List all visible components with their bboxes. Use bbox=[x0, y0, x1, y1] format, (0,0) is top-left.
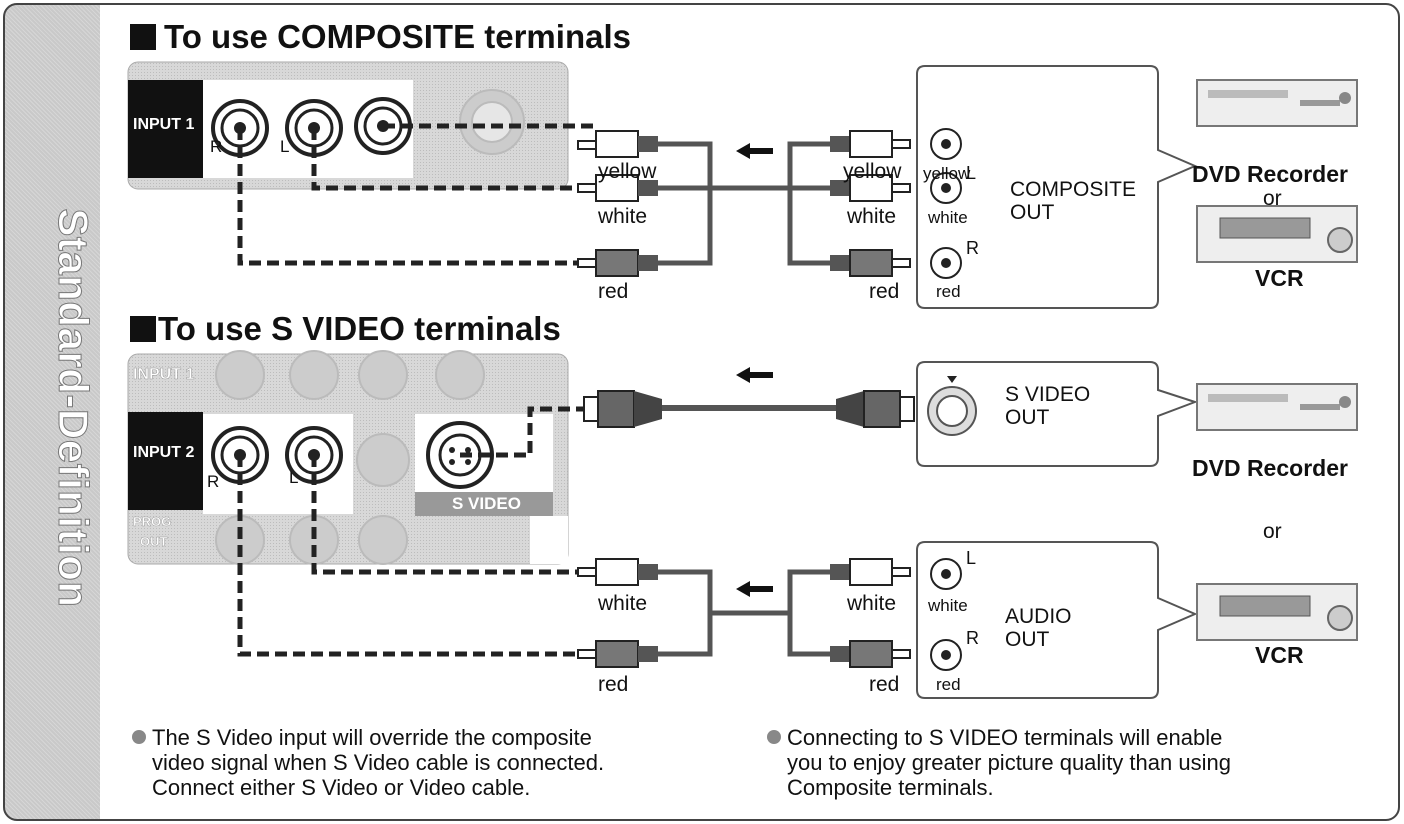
svideo-input1-label: INPUT 1 bbox=[133, 366, 195, 384]
out-jack-label-yellow: yellow bbox=[923, 164, 971, 183]
jack-l-label: L bbox=[280, 137, 290, 156]
svideo-out-line1: S VIDEO bbox=[1005, 383, 1091, 406]
audio-out-bubble bbox=[916, 541, 1198, 699]
composite-tv-plugs bbox=[577, 130, 658, 277]
svideo-arrow-icon bbox=[736, 367, 773, 383]
dvd-recorder-icon bbox=[1196, 79, 1358, 127]
audio-out-line1: AUDIO bbox=[1005, 605, 1072, 628]
svideo-title-text: To use S VIDEO terminals bbox=[158, 310, 561, 347]
audio-tv-plugs bbox=[577, 558, 658, 668]
note-left: The S Video input will override the comp… bbox=[132, 725, 604, 800]
composite-out-line2: OUT bbox=[1010, 201, 1055, 224]
composite-device-plugs bbox=[830, 130, 911, 277]
out-jack-l-label: L bbox=[966, 163, 977, 183]
note-left-line1: The S Video input will override the comp… bbox=[152, 725, 592, 750]
svideo-title: To use S VIDEO terminals bbox=[130, 310, 561, 348]
or-label: or bbox=[1263, 187, 1282, 210]
square-bullet-icon bbox=[130, 24, 156, 50]
bullet-icon bbox=[132, 730, 146, 744]
cable-label-white: white bbox=[598, 205, 648, 228]
svideo-out-bubble bbox=[916, 361, 1199, 467]
svideo-out-line2: OUT bbox=[1005, 406, 1050, 429]
device1-label: DVD Recorder bbox=[1192, 161, 1348, 187]
note-right-line3: Composite terminals. bbox=[787, 775, 994, 800]
composite-svideo-socket-icon bbox=[459, 89, 525, 155]
audio-jack-r-label: R bbox=[966, 628, 979, 648]
prog-label-line1: PROG bbox=[133, 514, 172, 529]
bullet-icon bbox=[767, 730, 781, 744]
audio-cable-label-red: red bbox=[598, 673, 629, 696]
device-cable-label-red: red bbox=[869, 280, 900, 303]
svideo-device2-label: VCR bbox=[1255, 642, 1304, 668]
note-right-line2: you to enjoy greater picture quality tha… bbox=[787, 750, 1231, 775]
prog-label-line2: OUT bbox=[140, 534, 168, 549]
device-cable-label-yellow: yellow bbox=[843, 160, 902, 183]
note-left-line2: video signal when S Video cable is conne… bbox=[152, 750, 605, 775]
svideo-jack-l-label: L bbox=[289, 468, 299, 487]
audio-device-cable-label-red: red bbox=[869, 673, 900, 696]
note-right: Connecting to S VIDEO terminals will ena… bbox=[767, 725, 1231, 800]
audio-arrow-icon bbox=[736, 581, 773, 597]
audio-out-line2: OUT bbox=[1005, 628, 1050, 651]
svideo-jack-r-label: R bbox=[207, 472, 220, 491]
svideo-cable bbox=[583, 390, 915, 428]
vcr-icon bbox=[1196, 205, 1358, 263]
out-jack-r-label: R bbox=[966, 238, 979, 258]
composite-out-bubble bbox=[916, 65, 1198, 309]
out-jack-label-white: white bbox=[928, 208, 968, 227]
composite-title: To use COMPOSITE terminals bbox=[130, 18, 631, 56]
input1-label: INPUT 1 bbox=[133, 116, 195, 133]
audio-cable bbox=[658, 569, 830, 657]
cable-label-red: red bbox=[598, 280, 629, 303]
note-left-line3: Connect either S Video or Video cable. bbox=[152, 775, 531, 800]
composite-out-jacks bbox=[930, 128, 962, 279]
square-bullet-icon bbox=[130, 316, 156, 342]
audio-jack-label-red: red bbox=[936, 675, 961, 694]
svideo-device1-label: DVD Recorder bbox=[1192, 455, 1348, 481]
audio-jack-label-white: white bbox=[928, 596, 968, 615]
device-cable-label-white: white bbox=[847, 205, 897, 228]
svideo-input2-label: INPUT 2 bbox=[133, 444, 195, 461]
audio-device-cable-label-white: white bbox=[847, 592, 897, 615]
sidebar: Standard-Definition bbox=[3, 3, 100, 821]
device2-label: VCR bbox=[1255, 265, 1304, 291]
svideo-dvd-recorder-icon bbox=[1196, 383, 1358, 431]
svideo-or-label: or bbox=[1263, 520, 1282, 543]
composite-dashed-lines bbox=[237, 123, 595, 266]
cable-label-yellow: yellow bbox=[598, 160, 657, 183]
composite-out-line1: COMPOSITE bbox=[1010, 178, 1137, 201]
jack-r-label: R bbox=[210, 137, 223, 156]
svideo-dashed-lines bbox=[237, 406, 595, 657]
audio-jack-l-label: L bbox=[966, 548, 977, 568]
audio-device-plugs bbox=[830, 558, 911, 668]
composite-arrow-icon bbox=[736, 143, 773, 159]
audio-cable-label-white: white bbox=[598, 592, 648, 615]
composite-title-text: To use COMPOSITE terminals bbox=[164, 18, 631, 55]
out-jack-label-red: red bbox=[936, 282, 961, 301]
note-right-line1: Connecting to S VIDEO terminals will ena… bbox=[787, 725, 1223, 750]
composite-cable bbox=[658, 141, 830, 266]
svideo-vcr-icon bbox=[1196, 583, 1358, 641]
svideo-panel-label: S VIDEO bbox=[452, 494, 521, 513]
